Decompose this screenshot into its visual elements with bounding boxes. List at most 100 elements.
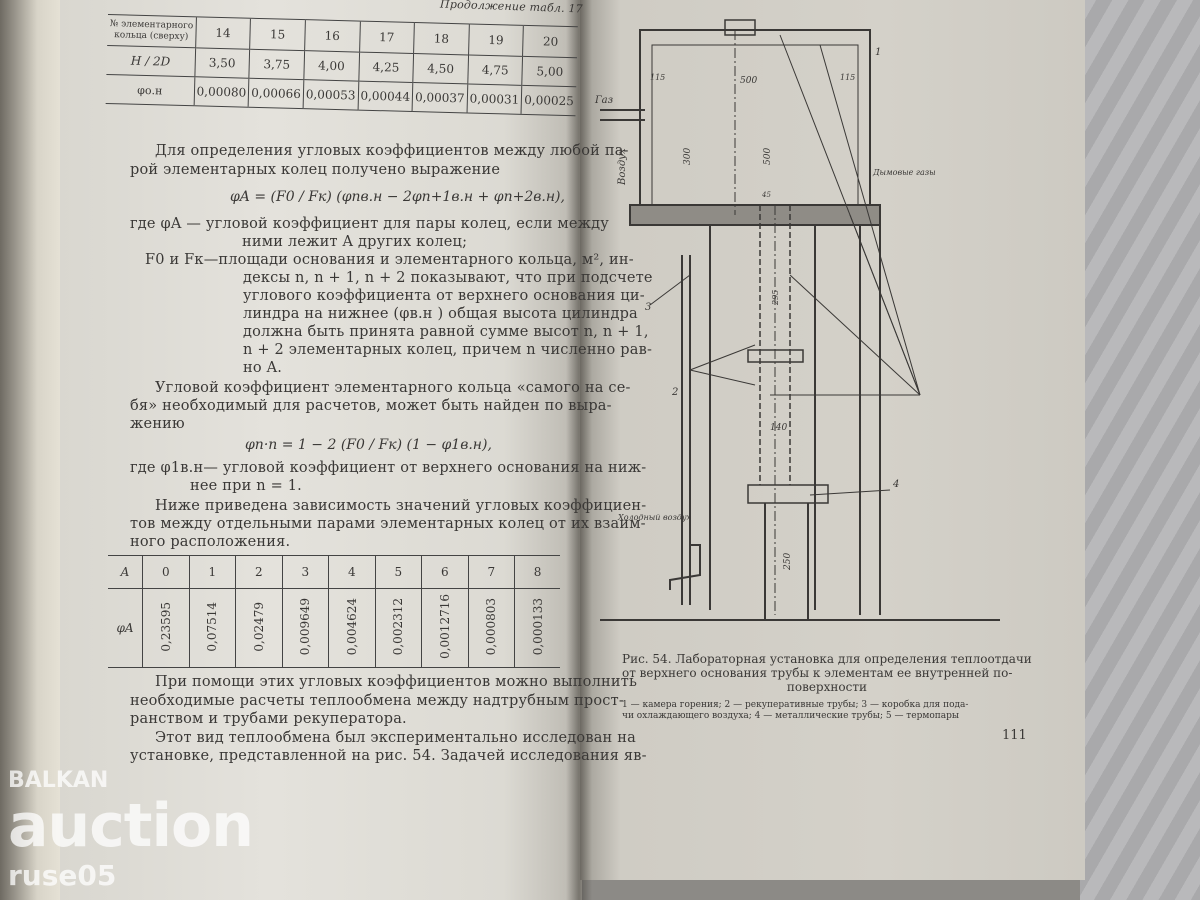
figure-caption: Рис. 54. Лабораторная установка для опре… — [622, 652, 1032, 694]
cell-value: 0,0012716 — [437, 594, 452, 659]
formula: φA = (F0 / Fк) (φnв.н − 2φn+1в.н + φn+2в… — [230, 189, 565, 205]
legend-line: чи охлаждающего воздуха; 4 — металлическ… — [622, 711, 960, 721]
text-line: тов между отдельными парами элементарных… — [130, 516, 646, 532]
cell-value: 0,23595 — [158, 601, 173, 652]
callout-label: 4 — [892, 479, 899, 490]
dimension-label: 115 — [650, 73, 665, 82]
desk-surface — [1080, 0, 1200, 900]
cell-value: 0,02479 — [251, 601, 266, 652]
text-line: рой элементарных колец получено выражени… — [130, 162, 501, 178]
figure-54-diagram: Газ Воздух Дымовые газы Холодный воздух … — [594, 19, 1000, 621]
text-line: но A. — [243, 360, 283, 376]
header-label: № элементарного кольца (сверху) — [107, 14, 197, 48]
label-smoke: Дымовые газы — [872, 168, 936, 177]
table-cell: 4,75 — [467, 54, 523, 86]
caption-line: от верхнего основания трубы к элементам … — [622, 666, 1013, 680]
table-cell: 4,50 — [412, 53, 469, 84]
table-cell: 5,00 — [522, 56, 578, 87]
table-cell: 0,00025 — [521, 85, 577, 116]
table-cell: 2 — [235, 555, 283, 589]
cell-value: 0,000803 — [484, 597, 499, 656]
text-line: жению — [130, 416, 185, 432]
table-cell: 0,00037 — [412, 82, 468, 113]
caption-line: поверхности — [786, 680, 867, 694]
table-top: № элементарного кольца (сверху) 14 15 16… — [105, 14, 578, 116]
row-label: φо.н — [105, 74, 195, 106]
table-cell: 7 — [467, 555, 515, 589]
text-line: Для определения угловых коэффициентов ме… — [155, 143, 629, 159]
table-cell: 0,07514 — [188, 588, 236, 668]
text-line: ними лежит A других колец; — [242, 234, 468, 250]
text-line: Угловой коэффициент элементарного кольца… — [155, 380, 631, 396]
table-cell: 20 — [522, 25, 578, 58]
watermark-logo: auction — [8, 791, 254, 861]
row-label: φA — [108, 588, 143, 668]
table-cell: 0,002312 — [374, 588, 422, 668]
table-cell: 0,000133 — [514, 588, 560, 668]
text-line: n + 2 элементарных колец, причем n числе… — [243, 342, 653, 358]
text-line: Ниже приведена зависимость значений угло… — [155, 498, 647, 514]
table-cell: 0,00053 — [302, 79, 359, 111]
label-air: Воздух — [617, 148, 628, 186]
text-line: ного расположения. — [130, 534, 291, 550]
text-line: При помощи этих угловых коэффициентов мо… — [155, 674, 638, 690]
callout-label: 2 — [671, 387, 678, 398]
table-cell: 3,75 — [249, 49, 305, 80]
cell-value: 0,004624 — [344, 597, 359, 656]
figure-legend: 1 — камера горения; 2 — рекуперативные т… — [622, 700, 968, 722]
text-line: где φ1в.н— угловой коэффициент от верхне… — [130, 460, 647, 476]
text-line: должна быть принята равной сумме высот n… — [243, 324, 649, 340]
legend-line: 1 — камера горения; 2 — рекуперативные т… — [622, 700, 969, 710]
label-cold-air: Холодный воздух — [617, 513, 692, 522]
cell-value: 0,009649 — [298, 597, 313, 656]
table-cell: 19 — [468, 23, 524, 57]
cell-value: 0,07514 — [205, 601, 220, 652]
cell-value: 0,000133 — [530, 597, 545, 656]
dimension-label: 140 — [770, 423, 787, 433]
dimension-label: 500 — [763, 148, 773, 165]
table-cell: 0,004624 — [328, 588, 376, 668]
table-cell: 0 — [142, 555, 190, 589]
row-label: H / 2D — [106, 45, 196, 77]
table-cell: 0,23595 — [142, 588, 190, 668]
table-cell: 3,50 — [194, 47, 250, 79]
label-gas: Газ — [594, 95, 613, 106]
text-line: бя» необходимый для расчетов, может быть… — [130, 398, 612, 414]
table-cell: 3 — [281, 555, 329, 589]
watermark-logo: ruse05 — [8, 859, 117, 892]
callout-label: 1 — [875, 47, 881, 58]
table-cell: 0,000803 — [467, 588, 515, 668]
text-line: линдра на нижнее (φв.н ) общая высота ци… — [243, 306, 638, 322]
table-cell: 0,009649 — [281, 588, 329, 668]
table-cell: 0,00044 — [357, 81, 413, 112]
left-page — [60, 0, 582, 900]
table-cell: 8 — [514, 555, 560, 589]
text-line: необходимые расчеты теплообмена между на… — [130, 692, 624, 709]
dimension-label: 115 — [840, 73, 855, 82]
text-line: F0 и Fк—площади основания и элементарног… — [145, 252, 634, 268]
dimension-label: 300 — [683, 148, 693, 165]
text-line: установке, представленной на рис. 54. За… — [130, 748, 647, 764]
dimension-label: 295 — [771, 290, 780, 306]
table-cell: 0,0012716 — [421, 588, 469, 668]
table-cell: 0,00066 — [248, 78, 304, 109]
dimension-label: 250 — [783, 553, 793, 571]
dimension-label: 45 — [761, 191, 771, 199]
text-line: где φA — угловой коэффициент для пары ко… — [130, 216, 610, 232]
caption-line: Рис. 54. Лабораторная установка для опре… — [622, 652, 1032, 666]
table-cell: 0,00080 — [193, 76, 250, 108]
table-cell: 5 — [374, 555, 422, 589]
table-cell: 14 — [195, 16, 251, 50]
table-cell: 4 — [328, 555, 376, 589]
book-gutter — [566, 0, 592, 900]
text-line: углового коэффициента от верхнего основа… — [243, 288, 645, 304]
table-cell: 4,25 — [358, 52, 414, 83]
watermark-logo: BALKAN — [8, 768, 109, 793]
page-number: 111 — [1002, 728, 1027, 743]
table-cell: 6 — [421, 555, 469, 589]
table-cell: 18 — [413, 22, 470, 55]
table-cell: 0,00031 — [466, 83, 523, 115]
table-cell: 0,02479 — [235, 588, 283, 668]
